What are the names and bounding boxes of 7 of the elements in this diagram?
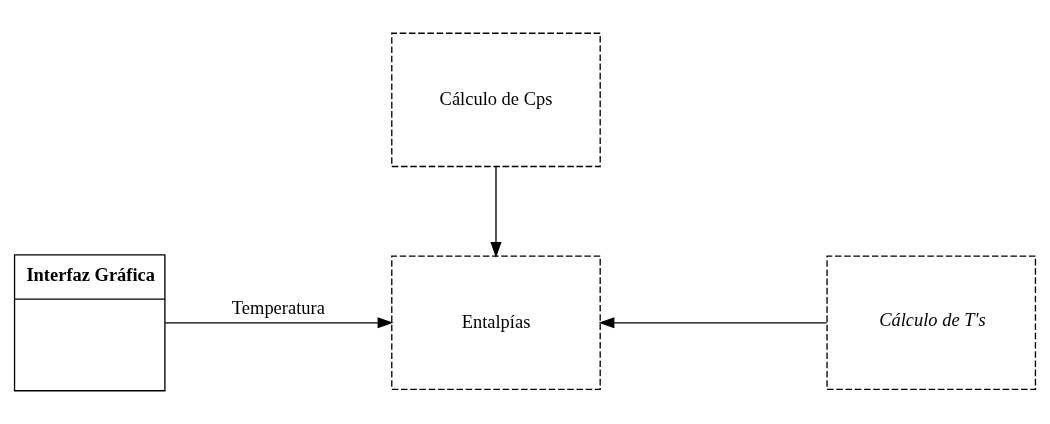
arrow — [490, 166, 502, 258]
node-box: Entalpías — [391, 255, 601, 391]
arrow — [598, 317, 828, 329]
edge-label: Temperatura — [231, 297, 325, 318]
node-box: Cálculo de T's — [826, 255, 1037, 391]
node-box: Cálculo de Cps — [391, 32, 601, 168]
arrow — [164, 317, 394, 329]
